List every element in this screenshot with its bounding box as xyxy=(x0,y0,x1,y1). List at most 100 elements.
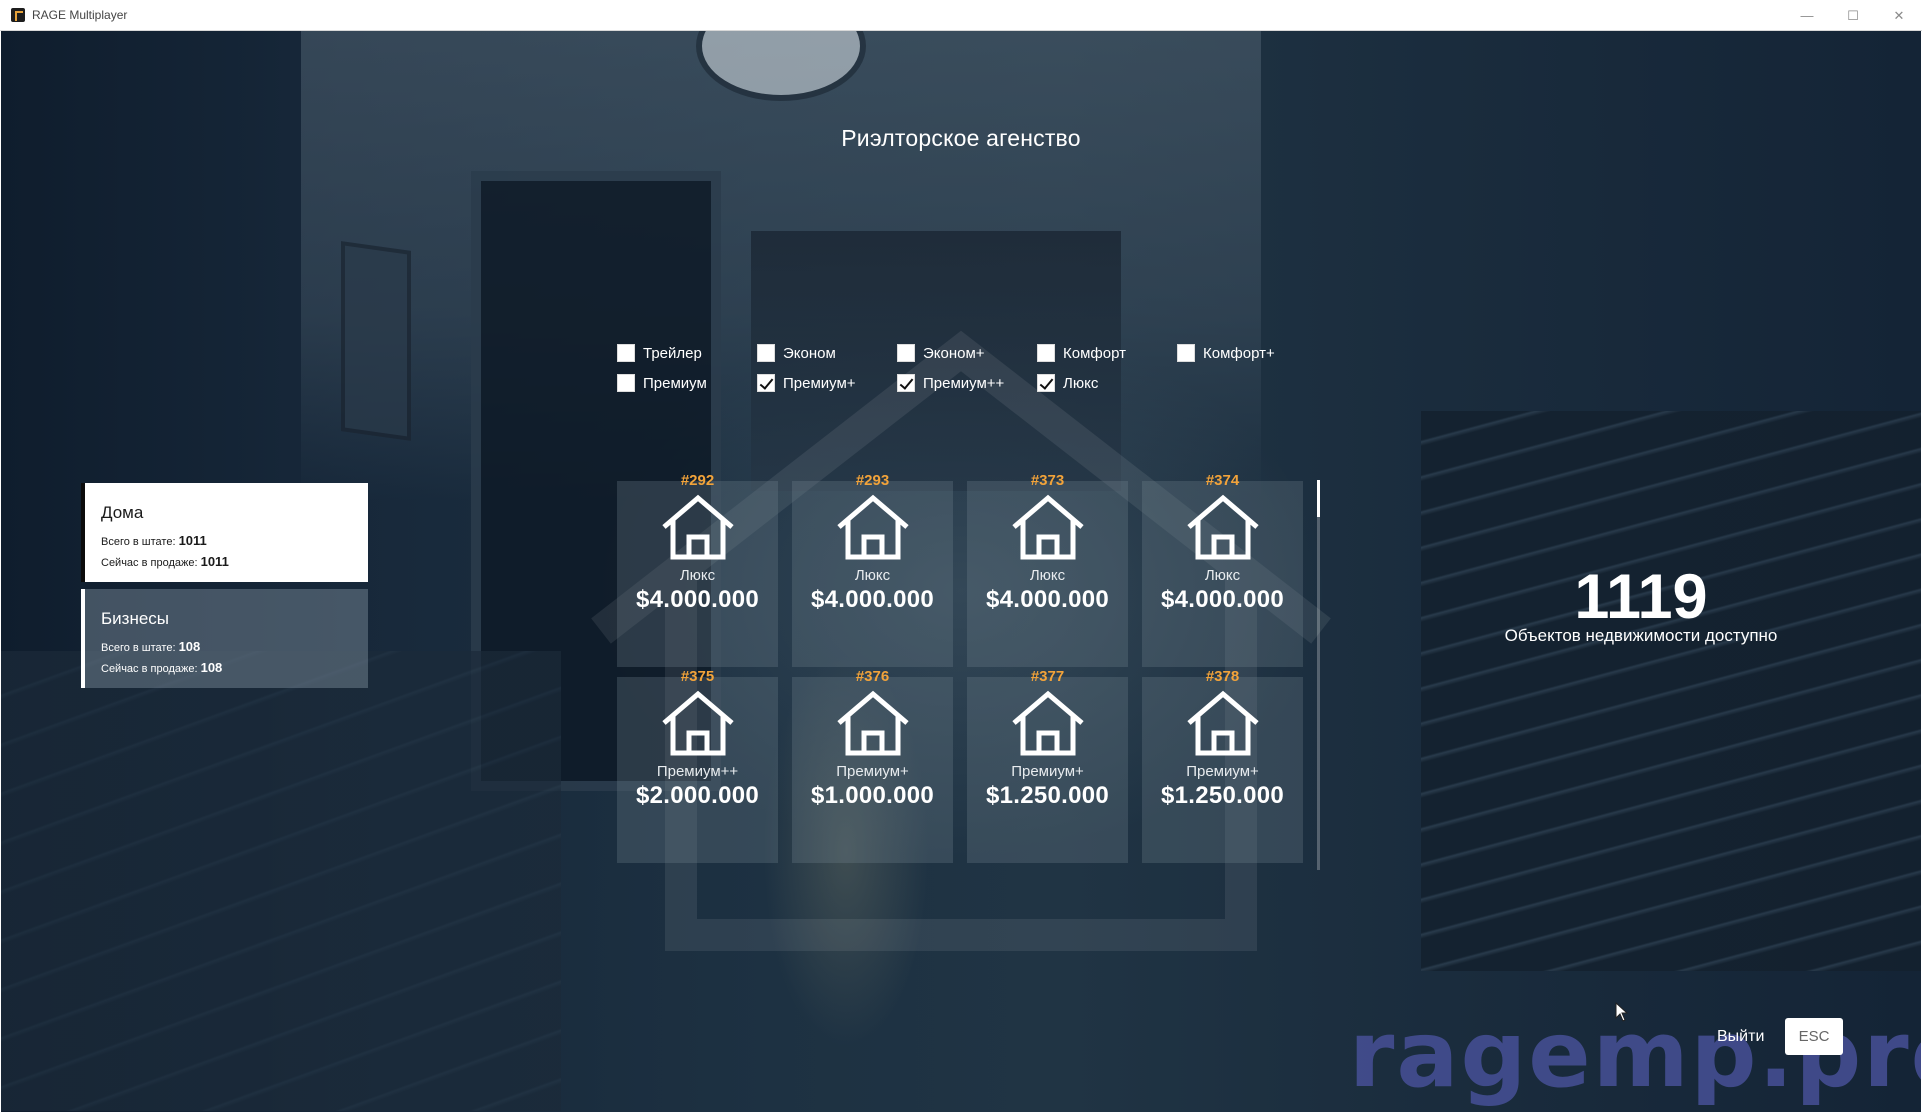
property-id: #373 xyxy=(1030,472,1065,489)
filter-comfort-plus[interactable]: Комфорт+ xyxy=(1177,344,1317,362)
total-value: 108 xyxy=(178,639,201,654)
filter-row: Премиум Премиум+ Премиум++ Люкс xyxy=(617,368,1317,398)
filter-checkbox[interactable] xyxy=(757,344,775,362)
background-stairs xyxy=(1,651,561,1111)
on-sale-label: Сейчас в продаже: xyxy=(101,663,201,675)
property-card[interactable]: #376 Премиум+ $1.000.000 xyxy=(792,668,953,863)
property-class: Люкс xyxy=(1204,567,1241,584)
filter-checkbox[interactable] xyxy=(897,374,915,392)
property-price: $4.000.000 xyxy=(1160,586,1285,613)
filter-lux[interactable]: Люкс xyxy=(1037,374,1177,392)
property-class: Премиум+ xyxy=(1011,763,1084,780)
property-id: #377 xyxy=(1030,668,1065,685)
filter-checkbox[interactable] xyxy=(1177,344,1195,362)
minimize-button[interactable]: — xyxy=(1800,8,1814,23)
property-class: Люкс xyxy=(679,567,716,584)
on-sale-value: 108 xyxy=(200,660,223,675)
property-price: $4.000.000 xyxy=(810,586,935,613)
category-on-sale: Сейчас в продаже: 1011 xyxy=(101,552,368,573)
property-price: $1.250.000 xyxy=(1160,782,1285,809)
property-card[interactable]: #292 Люкс $4.000.000 xyxy=(617,472,778,667)
filter-economy-plus[interactable]: Эконом+ xyxy=(897,344,1037,362)
total-label: Всего в штате: xyxy=(101,536,179,548)
filter-label: Трейлер xyxy=(643,344,702,362)
property-id: #292 xyxy=(680,472,715,489)
property-class: Премиум+ xyxy=(836,763,909,780)
property-class: Люкс xyxy=(1029,567,1066,584)
class-filters: Трейлер Эконом Эконом+ Комфорт Комфорт+ xyxy=(617,338,1317,398)
maximize-button[interactable]: ☐ xyxy=(1847,7,1859,23)
page-title: Риэлторское агенство xyxy=(841,125,1081,151)
filter-label: Комфорт xyxy=(1063,344,1126,362)
available-count: 1119 xyxy=(1574,562,1708,632)
filter-label: Премиум++ xyxy=(923,374,1005,392)
available-counter: 1119 Объектов недвижимости доступно xyxy=(1421,562,1861,646)
property-card[interactable]: #375 Премиум++ $2.000.000 xyxy=(617,668,778,863)
filter-checkbox[interactable] xyxy=(1037,374,1055,392)
background-shelf xyxy=(751,231,1121,491)
filter-label: Эконом+ xyxy=(923,344,985,362)
filter-checkbox[interactable] xyxy=(617,344,635,362)
property-price: $4.000.000 xyxy=(985,586,1110,613)
filter-economy[interactable]: Эконом xyxy=(757,344,897,362)
window-title: RAGE Multiplayer xyxy=(32,8,128,22)
filter-trailer[interactable]: Трейлер xyxy=(617,344,757,362)
filter-premium-plus-plus[interactable]: Премиум++ xyxy=(897,374,1037,392)
house-icon xyxy=(1186,494,1259,560)
house-icon xyxy=(1186,690,1259,756)
category-businesses[interactable]: Бизнесы Всего в штате: 108 Сейчас в прод… xyxy=(81,589,368,688)
filter-premium-plus[interactable]: Премиум+ xyxy=(757,374,897,392)
property-class: Премиум++ xyxy=(656,763,739,780)
property-card[interactable]: #377 Премиум+ $1.250.000 xyxy=(967,668,1128,863)
filter-label: Комфорт+ xyxy=(1203,344,1275,362)
category-total: Всего в штате: 1011 xyxy=(101,531,368,552)
property-price: $2.000.000 xyxy=(635,782,760,809)
total-value: 1011 xyxy=(178,533,207,548)
filter-label: Премиум+ xyxy=(783,374,856,392)
house-icon xyxy=(661,690,734,756)
property-grid: #292 Люкс $4.000.000 #293 Люкс $4.000.00… xyxy=(617,472,1317,871)
property-class: Люкс xyxy=(854,567,891,584)
property-class: Премиум+ xyxy=(1186,763,1259,780)
close-button[interactable]: ✕ xyxy=(1893,7,1905,23)
filter-checkbox[interactable] xyxy=(897,344,915,362)
category-name: Дома xyxy=(101,503,144,522)
category-houses[interactable]: Дома Всего в штате: 1011 Сейчас в продаж… xyxy=(81,483,368,582)
filter-label: Премиум xyxy=(643,374,707,392)
filter-checkbox[interactable] xyxy=(757,374,775,392)
category-total: Всего в штате: 108 xyxy=(101,637,368,658)
scrollbar-thumb[interactable] xyxy=(1317,480,1320,517)
property-card[interactable]: #373 Люкс $4.000.000 xyxy=(967,472,1128,667)
house-icon xyxy=(1011,690,1084,756)
filter-label: Люкс xyxy=(1063,374,1099,392)
grid-scrollbar[interactable] xyxy=(1317,480,1320,870)
property-card[interactable]: #293 Люкс $4.000.000 xyxy=(792,472,953,667)
background-character xyxy=(731,591,961,1111)
mouse-cursor-icon xyxy=(1615,1002,1629,1022)
property-card[interactable]: #378 Премиум+ $1.250.000 xyxy=(1142,668,1303,863)
filter-checkbox[interactable] xyxy=(617,374,635,392)
property-id: #293 xyxy=(855,472,890,489)
filter-premium[interactable]: Премиум xyxy=(617,374,757,392)
property-id: #376 xyxy=(855,668,890,685)
background-painting xyxy=(341,241,411,441)
property-card[interactable]: #374 Люкс $4.000.000 xyxy=(1142,472,1303,667)
house-icon xyxy=(836,690,909,756)
rage-mp-app-icon xyxy=(11,8,25,22)
property-id: #375 xyxy=(680,668,715,685)
category-on-sale: Сейчас в продаже: 108 xyxy=(101,658,368,679)
house-icon xyxy=(836,494,909,560)
game-viewport: Риэлторское агенство Трейлер Эконом Экон… xyxy=(1,31,1921,1112)
filter-comfort[interactable]: Комфорт xyxy=(1037,344,1177,362)
property-id: #374 xyxy=(1205,472,1240,489)
on-sale-value: 1011 xyxy=(200,554,229,569)
esc-button[interactable]: ESC xyxy=(1785,1018,1843,1055)
background-office-shelves xyxy=(1421,411,1921,971)
property-price: $1.250.000 xyxy=(985,782,1110,809)
on-sale-label: Сейчас в продаже: xyxy=(101,557,201,569)
house-icon xyxy=(1011,494,1084,560)
filter-checkbox[interactable] xyxy=(1037,344,1055,362)
exit-label: Выйти xyxy=(1717,1028,1765,1045)
property-price: $4.000.000 xyxy=(635,586,760,613)
category-name: Бизнесы xyxy=(101,609,170,628)
